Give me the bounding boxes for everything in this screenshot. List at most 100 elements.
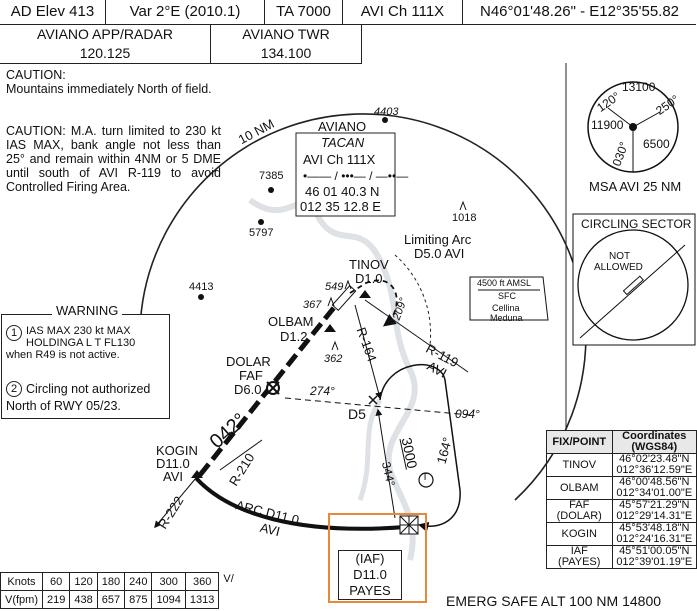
warning-item-2: 2 Circling not authorized North of RWY 0…: [6, 381, 166, 415]
payes-label: PAYES: [349, 583, 391, 598]
table-header-coord-datum: (WGS84): [631, 441, 678, 453]
inbound-344: [375, 408, 396, 519]
table-row: Knots 60 120 180 240 300 360 V/: [0, 572, 238, 591]
faf-label: FAF: [239, 368, 263, 383]
runway: [331, 284, 357, 312]
warning-text-1: IAS MAX 230 kt MAX HOLDINGA L T FL130 wh…: [6, 325, 136, 361]
altitude-t-marker: [418, 472, 434, 488]
app-name: AVIANO APP/RADAR: [37, 26, 173, 42]
twr-frequency: 134.100: [260, 45, 312, 61]
rate-of-descent-table: Knots 60 120 180 240 300 360 V/ V(fpm) 2…: [0, 572, 238, 609]
warning-item-1: 1 IAS MAX 230 kt MAX HOLDINGA L T FL130 …: [6, 325, 164, 361]
obstacle-549-label: 549: [325, 281, 344, 293]
fix-cell: KOGIN: [546, 522, 613, 546]
app-frequency-box: AVIANO APP/RADAR 120.125: [0, 25, 211, 64]
terrain-stream: [357, 398, 383, 501]
app-frequency: 120.125: [79, 45, 131, 61]
spot-elevation-dot: [268, 187, 274, 193]
obstacle-1018: [459, 200, 467, 211]
caution-mountains: CAUTION: Mountains immediately North of …: [6, 68, 221, 96]
caution-1-text: Mountains immediately North of field.: [6, 82, 212, 96]
airspace-name-1: Cellina: [492, 303, 520, 313]
limiting-arc: [394, 254, 432, 346]
spot-elevation-2: 7385: [259, 170, 284, 182]
fix-cell: IAF(PAYES): [546, 545, 613, 569]
radial-r119: [364, 299, 469, 373]
payes-distance: D11.0: [353, 567, 387, 582]
table-header-fix: FIX/POINT: [546, 430, 613, 454]
airspace-name-2: Meduna: [490, 313, 523, 323]
altitude-t-glyph: T: [422, 472, 429, 483]
warning-number-1: 1: [6, 325, 22, 341]
caution-1-title: CAUTION:: [6, 68, 66, 82]
emergency-safe-altitude: EMERG SAFE ALT 100 NM 14800: [446, 593, 662, 609]
navaid-longitude: 012 35 12.8 E: [300, 199, 381, 214]
course-094-label: 094°: [455, 407, 480, 421]
radial-r210: [219, 439, 263, 471]
holding-pattern: [379, 363, 461, 533]
header-elevation: AD Elev 413: [0, 0, 106, 25]
obstacle-549: [344, 279, 352, 290]
kogin-avi: AVI: [163, 469, 183, 484]
circling-allowed: ALLOWED: [594, 262, 643, 273]
circling-not: NOT: [609, 251, 631, 262]
header-transition-altitude: TA 7000: [265, 0, 343, 25]
table-row: V(fpm) 219 438 657 875 1094 1313: [0, 590, 238, 609]
spot-elevation-dot: [258, 219, 264, 225]
ten-nm-ring: [139, 113, 587, 501]
msa-alt-west: 11900: [591, 118, 624, 132]
olbam-distance: D1.2: [280, 329, 308, 344]
msa-alt-north: 13100: [622, 80, 656, 94]
obstacle-367: [327, 296, 335, 307]
airspace-altitude: 4500 ft AMSL: [477, 278, 532, 288]
iaf-highlight: [328, 513, 427, 603]
limiting-arc-label: Limiting Arc: [404, 232, 472, 247]
arc-d11: [194, 476, 406, 531]
fix-cell: OLBAM: [546, 476, 613, 500]
coordinates-table: FIX/POINT Coordinates (WGS84) TINOV 46°0…: [546, 430, 697, 569]
iaf-label: (IAF): [355, 551, 385, 566]
radial-r222: [154, 477, 197, 529]
navaid-ident: AVI Ch 111X: [303, 152, 376, 167]
circling-divider: [579, 244, 686, 339]
msa-alt-south: 6500: [643, 137, 670, 151]
course-274-label: 274°: [310, 384, 335, 398]
table-header-coord-title: Coordinates: [622, 430, 687, 442]
header-coordinates: N46°01'48.26" - E12°35'55.82: [463, 0, 696, 25]
circling-title: CIRCLING SECTOR: [581, 217, 692, 231]
navaid-name: AVIANO: [318, 119, 367, 134]
spot-elevation-1: 4403: [374, 106, 399, 118]
dolar-label: DOLAR: [226, 354, 271, 369]
dolar-distance: D6.0: [234, 382, 262, 397]
caution-missed-approach: CAUTION: M.A. turn limited to 230 kt IAS…: [6, 124, 221, 194]
tinov-label: TINOV: [349, 257, 389, 272]
airspace-box: [469, 276, 549, 321]
obstacle-362-label: 362: [324, 353, 343, 365]
fix-cell: FAF(DOLAR): [546, 499, 613, 523]
tinov-distance: D1.0: [355, 271, 383, 286]
d5-fix: [368, 395, 378, 405]
olbam-label: OLBAM: [268, 314, 314, 329]
vfpm-label: V(fpm): [0, 590, 43, 609]
header-navaid-channel: AVI Ch 111X: [343, 0, 463, 25]
obstacle-367-label: 367: [303, 299, 322, 311]
navaid-latitude: 46 01 40.3 N: [305, 184, 380, 199]
v-slash-label: V/: [223, 572, 234, 585]
radial-r164: [354, 304, 382, 400]
tinov-fix: [359, 290, 371, 298]
table-header-coordinates: Coordinates (WGS84): [611, 430, 697, 454]
kogin-fix: [191, 470, 203, 478]
spot-elevation-3: 5797: [249, 227, 274, 239]
course-274-094: [284, 397, 471, 416]
airspace-sfc: SFC: [498, 291, 516, 301]
olbam-fix: [324, 324, 336, 332]
twr-name: AVIANO TWR: [242, 26, 330, 42]
